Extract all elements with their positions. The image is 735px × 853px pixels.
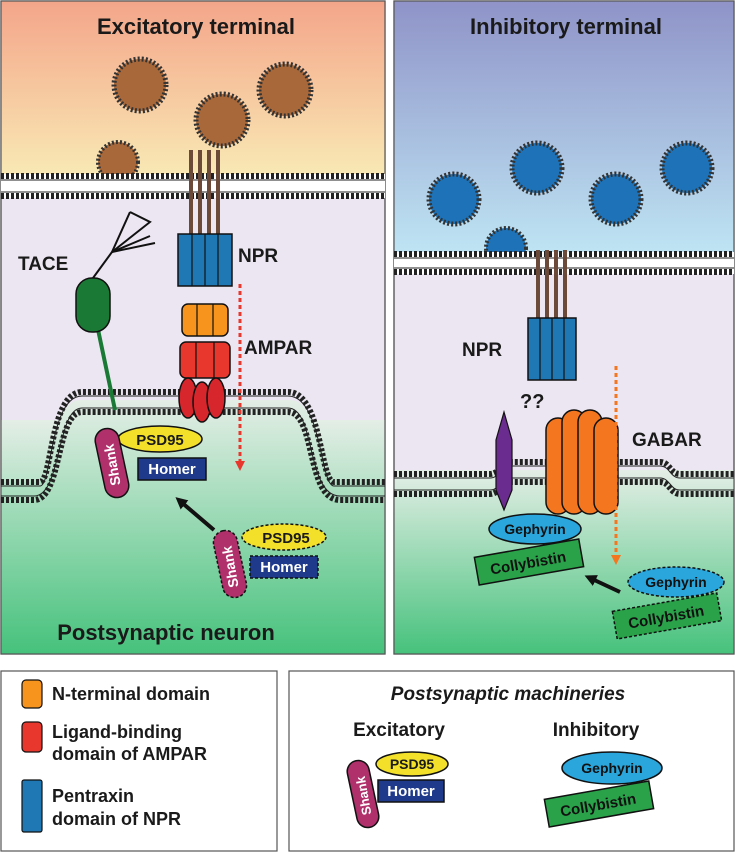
gephyrin-label-membrane: Gephyrin: [504, 521, 565, 537]
legend-item-ligand-binding: Ligand-binding domain of AMPAR: [21, 721, 207, 764]
scaffold-recruitment-arrow-inhibitory: [584, 575, 621, 594]
legend-label-pentraxin-1: Pentraxin: [52, 786, 134, 806]
legend-label-pentraxin-2: domain of NPR: [52, 809, 181, 829]
gabar-receptor: [545, 409, 619, 515]
machineries-legend: Postsynaptic machineries Excitatory Inhi…: [288, 670, 735, 852]
legend-label-n-terminal: N-terminal domain: [52, 684, 210, 704]
excitatory-title: Excitatory terminal: [97, 14, 295, 39]
domain-legend: N-terminal domain Ligand-binding domain …: [0, 670, 278, 852]
legend-label-ligand-binding-2: domain of AMPAR: [52, 744, 207, 764]
tace-enzyme: [75, 211, 156, 411]
shank-label-membrane: Shank: [101, 443, 124, 487]
homer-label-membrane: Homer: [148, 461, 196, 478]
ampar-label: AMPAR: [244, 338, 313, 359]
legend-label-ligand-binding-1: Ligand-binding: [52, 722, 182, 742]
machineries-shank-label: Shank: [353, 775, 375, 817]
machineries-title: Postsynaptic machineries: [391, 684, 625, 705]
inhibitory-scaffold-membrane: Gephyrin Collybistin: [473, 513, 585, 586]
machineries-gephyrin-label: Gephyrin: [581, 760, 642, 776]
postsynaptic-neuron-label: Postsynaptic neuron: [57, 620, 275, 645]
excitatory-scaffold-cytoplasm: PSD95 Homer Shank: [212, 523, 327, 599]
inhibitory-panel: Inhibitory terminal: [393, 0, 735, 655]
legend-item-pentraxin: Pentraxin domain of NPR: [21, 779, 181, 833]
tace-label: TACE: [18, 254, 68, 275]
legend-swatch-pentraxin: [21, 779, 43, 833]
excitatory-scaffold-membrane: PSD95 Homer Shank: [94, 425, 207, 499]
npr-label-inhibitory: NPR: [462, 340, 502, 361]
ampar-receptor: [178, 303, 231, 423]
psd95-label-cytoplasm: PSD95: [262, 530, 310, 547]
npr-label-excitatory: NPR: [238, 246, 278, 267]
machineries-homer-label: Homer: [387, 783, 435, 800]
machineries-excitatory-complex: PSD95 Homer Shank: [346, 751, 449, 829]
homer-label-cytoplasm: Homer: [260, 559, 308, 576]
unknown-interaction-label: ??: [520, 391, 544, 413]
shank-label-cytoplasm: Shank: [219, 545, 242, 589]
machineries-inhibitory-label: Inhibitory: [553, 720, 640, 741]
unknown-protein: [495, 409, 513, 512]
machineries-excitatory-label: Excitatory: [353, 720, 445, 741]
gabar-label: GABAR: [632, 430, 702, 451]
excitatory-panel: Excitatory terminal: [0, 0, 386, 655]
npr-inhibitory: [527, 250, 577, 381]
machineries-inhibitory-complex: Gephyrin Collybistin: [543, 751, 663, 828]
gephyrin-label-cytoplasm: Gephyrin: [645, 574, 706, 590]
scaffold-recruitment-arrow-excitatory: [175, 497, 216, 532]
legend-swatch-n-terminal: [21, 679, 43, 709]
machineries-psd95-label: PSD95: [390, 756, 435, 772]
legend-item-n-terminal: N-terminal domain: [21, 679, 210, 709]
inhibitory-title: Inhibitory terminal: [470, 14, 662, 39]
npr-excitatory: [177, 150, 233, 287]
excitatory-vesicles: [96, 56, 314, 184]
legend-swatch-ligand-binding: [21, 721, 43, 753]
psd95-label-membrane: PSD95: [136, 432, 184, 449]
inhibitory-scaffold-cytoplasm: Gephyrin Collybistin: [611, 566, 725, 640]
